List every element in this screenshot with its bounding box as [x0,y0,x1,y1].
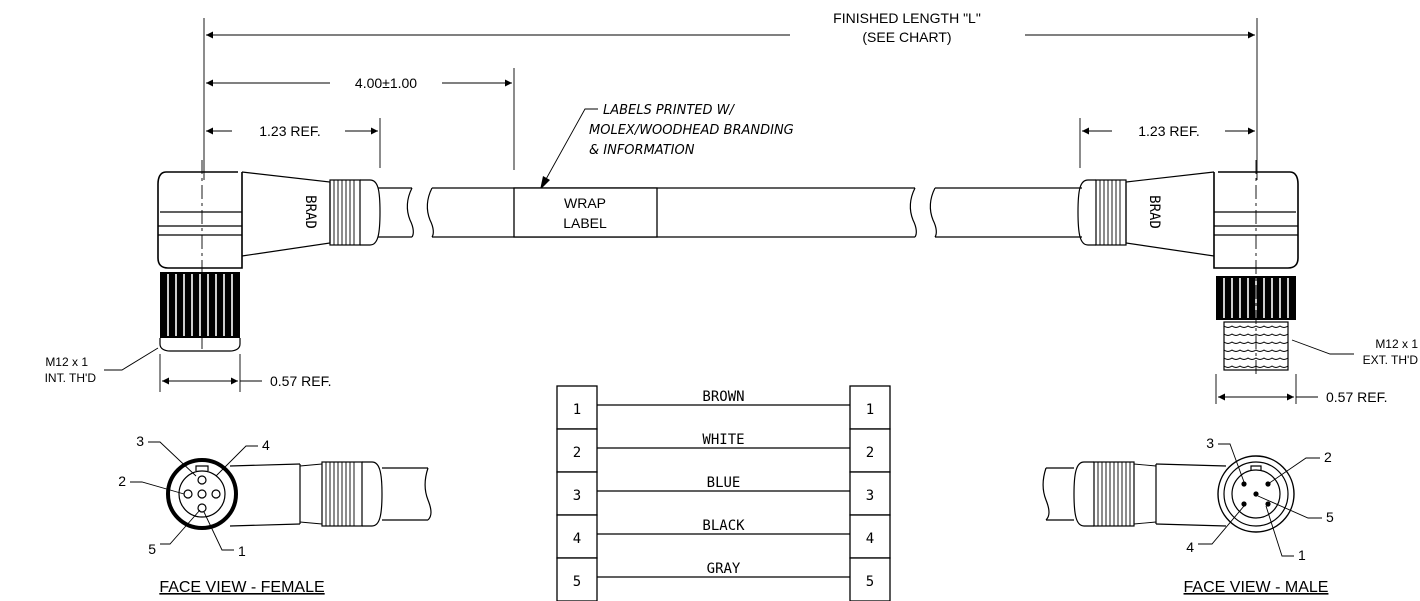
ref-left-label: 1.23 REF. [259,123,320,139]
wiring-left-cell [556,385,598,430]
wiring-right-cell [849,514,891,559]
female-face-caption: FACE VIEW - FEMALE [159,579,324,596]
male-thread-line-2: EXT. TH'D [1363,353,1419,367]
female-pin-1: 1 [238,543,246,559]
female-thread-line-1: M12 x 1 [45,355,88,369]
male-face-caption: FACE VIEW - MALE [1184,579,1329,596]
wiring-pin-left: 5 [573,574,581,590]
female-pin-5: 5 [148,541,156,557]
male-pin-2: 2 [1324,449,1332,465]
offset-dimension: 4.00±1.00 [206,68,515,170]
brand-mark-left: BRAD [302,195,318,229]
wiring-color-label: BLUE [707,475,741,491]
male-grip [1077,179,1127,246]
female-connector: BRAD 0. [45,160,381,392]
wiring-color-label: WHITE [702,432,744,448]
labels-note: LABELS PRINTED W/ MOLEX/WOODHEAD BRANDIN… [539,103,794,191]
wiring-rows: 1 1 BROWN 2 2 WHITE 3 3 BLUE 4 4 BLACK 5 5 GRAY [556,385,891,601]
note-line-3: & INFORMATION [589,143,695,158]
male-thread-line-1: M12 x 1 [1375,337,1418,351]
wrap-label: WRAP LABEL [513,187,658,238]
wiring-right-cell [849,385,891,430]
wiring-table: 1 1 BROWN 2 2 WHITE 3 3 BLUE 4 4 BLACK 5 5 GRAY [556,385,891,601]
male-pin-1: 1 [1298,547,1306,563]
wiring-left-cell [556,557,598,601]
cable [378,187,1082,238]
wiring-pin-right: 4 [866,531,874,547]
wrap-label-line-1: WRAP [564,195,606,211]
ref-right-label: 1.23 REF. [1138,123,1199,139]
wiring-pin-left: 2 [573,445,581,461]
wiring-pin-right: 3 [866,488,874,504]
female-pin-4: 4 [262,437,270,453]
male-pin-4: 4 [1186,539,1194,555]
wiring-right-cell [849,557,891,601]
note-line-1: LABELS PRINTED W/ [603,103,735,118]
female-pin-3: 3 [136,433,144,449]
wiring-left-cell [556,471,598,516]
wiring-right-cell [849,428,891,473]
face-view-male: 3 2 5 4 1 FACE VIEW - MALE [1042,435,1334,596]
dia-left-label: 0.57 REF. [270,373,331,389]
wiring-pin-right: 1 [866,402,874,418]
wiring-left-cell [556,514,598,559]
male-pin-3: 3 [1206,435,1214,451]
wiring-pin-left: 4 [573,531,581,547]
male-pin-5: 5 [1326,509,1334,525]
finished-length-dimension: FINISHED LENGTH "L" (SEE CHART) [203,10,1258,180]
brand-mark-right: BRAD [1146,195,1162,229]
male-connector: BRAD [1077,160,1419,405]
dia-right-label: 0.57 REF. [1326,389,1387,405]
ref-dimension-right: 1.23 REF. [1079,118,1255,168]
wiring-color-label: BROWN [702,389,744,405]
female-thread-line-2: INT. TH'D [45,371,97,385]
wiring-right-cell [849,471,891,516]
face-view-female: 3 4 2 5 1 FACE VIEW - FEMALE [118,433,432,596]
wiring-pin-left: 1 [573,402,581,418]
female-pin-2: 2 [118,473,126,489]
note-line-2: MOLEX/WOODHEAD BRANDING [589,123,794,138]
wiring-color-label: GRAY [707,561,741,577]
wiring-pin-right: 5 [866,574,874,590]
wrap-label-line-2: LABEL [563,215,607,231]
wiring-color-label: BLACK [702,518,745,534]
wiring-pin-left: 3 [573,488,581,504]
wiring-pin-right: 2 [866,445,874,461]
ref-dimension-left: 1.23 REF. [206,118,381,168]
offset-label: 4.00±1.00 [355,75,417,91]
female-grip [329,179,381,246]
finished-length-sublabel: (SEE CHART) [862,29,951,45]
finished-length-label: FINISHED LENGTH "L" [833,10,981,26]
